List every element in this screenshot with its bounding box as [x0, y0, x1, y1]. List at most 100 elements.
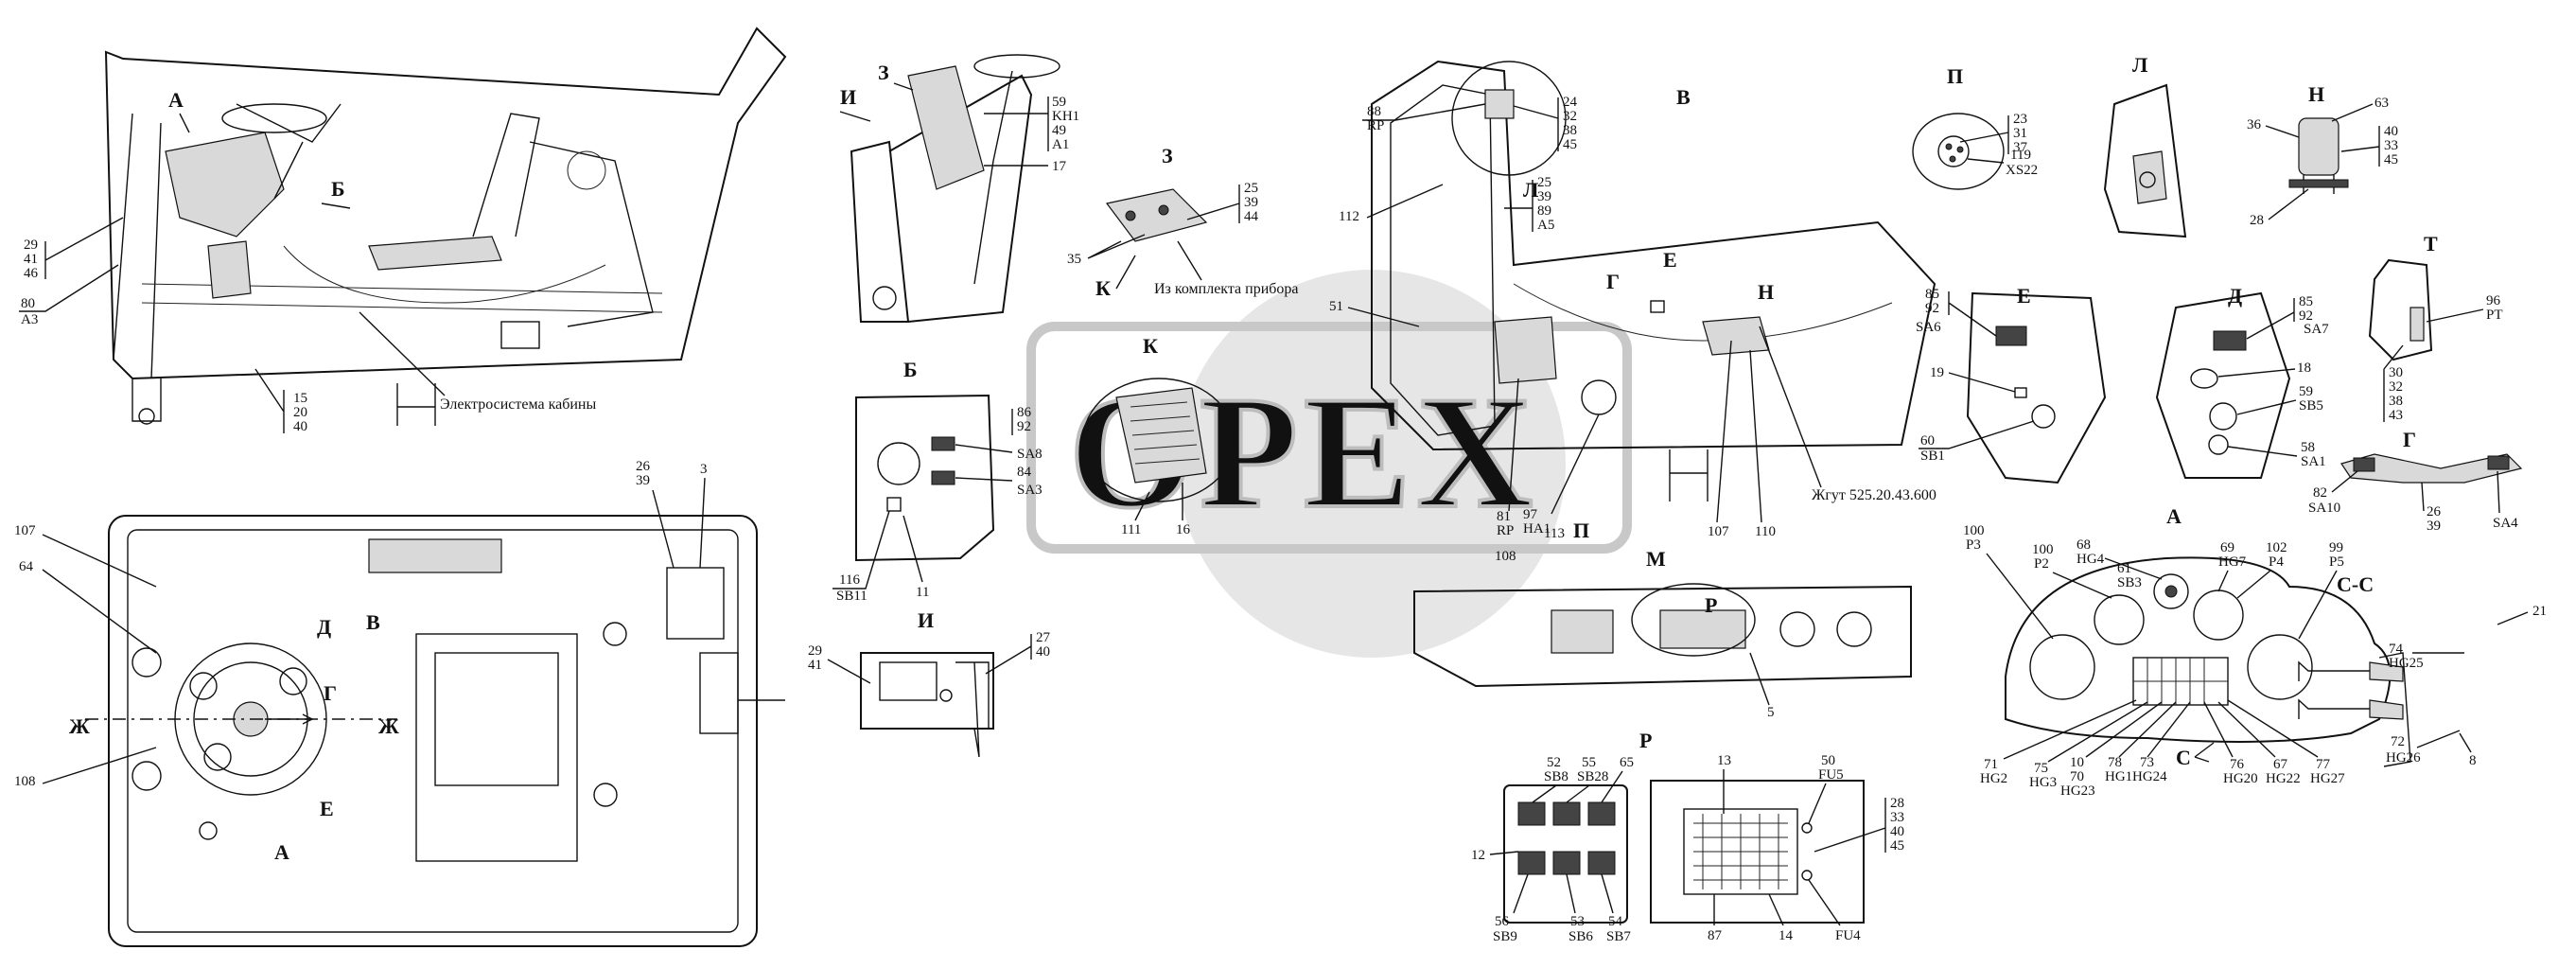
callout-45-r: 45 [1890, 838, 1904, 854]
callout-96: 96 [2486, 293, 2501, 308]
switch-sb7 [1587, 851, 1616, 875]
view-e-main: Е [1663, 248, 1677, 272]
callout-16: 16 [1176, 522, 1191, 537]
cab-v-supports [1669, 449, 1709, 502]
leader-75 [2047, 701, 2148, 763]
leader-harness [1759, 326, 1822, 488]
view-g-title: Г [2403, 428, 2416, 451]
view-cc-section [2298, 652, 2411, 767]
callout-11: 11 [916, 585, 929, 600]
callout-24: 24 [1563, 95, 1578, 110]
r-callouts: 52 SB8 55 SB28 65 12 56 SB9 53 SB6 54 SB… [1471, 753, 1904, 944]
callout-41: 41 [24, 252, 38, 267]
cab-outline [104, 26, 787, 380]
panel-i-outline [860, 652, 994, 730]
cab-v-outline [1371, 60, 1936, 451]
view-a-instrument-panel [2005, 556, 2392, 743]
switch-sa3 [931, 470, 955, 485]
callout-119: 119 [2010, 148, 2031, 163]
view-l-main: Л [1523, 178, 1539, 202]
steering-wheel-2 [973, 54, 1060, 79]
leader-36 [2265, 125, 2300, 138]
view-l-title: Л [2132, 53, 2148, 77]
leader-53 [1566, 873, 1576, 914]
leader-12 [1489, 851, 1519, 855]
view-m-title: М [1646, 547, 1666, 571]
callout-10: 10 [2070, 755, 2084, 770]
plan-marker [199, 821, 218, 840]
callout-15: 15 [293, 391, 307, 406]
leader-p3 [1986, 553, 2054, 640]
callout-sb5: SB5 [2299, 398, 2323, 414]
callout-26-g: 26 [2427, 504, 2442, 519]
cab-v-top-lamp [1484, 89, 1515, 119]
view-b-arrow [321, 202, 351, 209]
callout-113: 113 [1544, 526, 1565, 541]
leader-28 [1814, 798, 1886, 853]
leader-119 [1967, 158, 2005, 164]
callout-64: 64 [19, 559, 34, 574]
view-b-label: Б [331, 177, 345, 201]
callout-a5: A5 [1537, 218, 1554, 233]
view-r-title: Р [1639, 729, 1652, 752]
leader-110 [1749, 349, 1762, 523]
callout-p2: P2 [2034, 556, 2049, 572]
leader-30 [2383, 344, 2404, 422]
callout-85-d: 85 [2299, 294, 2313, 309]
view-p-main: П [1573, 519, 1589, 542]
callout-81: 81 [1497, 509, 1511, 524]
callout-8: 8 [2469, 753, 2477, 768]
callout-60: 60 [1920, 433, 1935, 449]
callout-sb11: SB11 [836, 589, 867, 604]
leader-107 [42, 534, 157, 588]
leader-56 [1513, 873, 1529, 914]
r-fuse-panel [1650, 780, 1865, 924]
view-z-detail [1105, 188, 1208, 242]
leader-108 [42, 747, 157, 784]
plan-fitting-1 [131, 647, 162, 678]
plan-fitting-3 [603, 622, 627, 646]
cc-lamp-hg25 [2369, 661, 2404, 682]
leader-59-d [2236, 399, 2297, 415]
m-socket-1 [1779, 611, 1815, 647]
view-v-cab [1371, 60, 1936, 502]
leader-cab-electrics [359, 311, 446, 396]
callout-fu5: FU5 [1818, 767, 1844, 783]
callout-hg24: HG24 [2132, 769, 2167, 784]
callout-18: 18 [2297, 361, 2311, 376]
view-k-label: К [1095, 276, 1111, 300]
callout-hg4: HG4 [2077, 552, 2105, 567]
callout-108-v: 108 [1495, 549, 1516, 564]
callout-sb8: SB8 [1544, 769, 1568, 784]
plan-top-harness [368, 538, 502, 573]
cab-plan-view [85, 515, 785, 947]
leader-65 [1601, 770, 1623, 803]
leader-sa4 [2497, 470, 2500, 514]
plan-inner [127, 529, 739, 933]
m-fuse-block [1659, 609, 1746, 649]
leader-8 [2459, 732, 2472, 753]
callout-5: 5 [1767, 705, 1775, 720]
callout-hg23: HG23 [2060, 783, 2095, 799]
view-d-title: Д [2228, 284, 2242, 308]
callout-sa6: SA6 [1916, 320, 1941, 335]
view-v-title: В [1676, 85, 1691, 109]
callout-87: 87 [1708, 928, 1723, 943]
callout-sb3: SB3 [2117, 575, 2142, 590]
t-panel-outline [2368, 258, 2433, 361]
view-t-title: Т [2424, 232, 2438, 255]
callout-56: 56 [1495, 914, 1510, 929]
view-d-detail [2155, 291, 2291, 479]
leader-14 [1768, 893, 1784, 926]
callout-29-i: 29 [808, 643, 822, 659]
k-connector-pins [1130, 401, 1200, 465]
callout-100-p2: 100 [2032, 542, 2054, 557]
leader-24 [1513, 97, 1559, 151]
view-m-panel [1413, 583, 1912, 688]
callout-39-plan: 39 [636, 473, 650, 488]
callout-27: 27 [1036, 630, 1051, 645]
cab-v-block [1702, 316, 1770, 356]
callout-107: 107 [14, 523, 36, 538]
cab-wiring [283, 245, 606, 304]
callout-26-plan: 26 [636, 459, 651, 474]
